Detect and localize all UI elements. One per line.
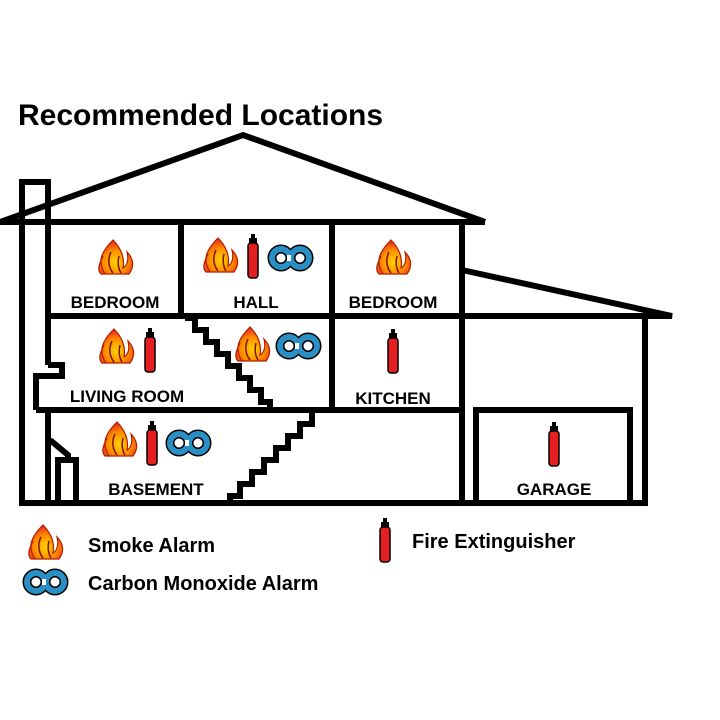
roof: [0, 131, 487, 225]
smoke-alarm-icon: [235, 326, 271, 362]
room-label-living-room: LIVING ROOM: [70, 387, 184, 406]
smoke-alarm-icon: [99, 328, 135, 364]
room-label-kitchen: KITCHEN: [355, 389, 431, 408]
room-label-hall: HALL: [233, 293, 278, 312]
fire-extinguisher-icon: [387, 328, 399, 374]
fire-extinguisher-icon: [247, 233, 259, 279]
chimney: [19, 179, 51, 225]
smoke-alarm-icon: [98, 239, 134, 275]
co-alarm-icon: [170, 434, 207, 452]
diagram-title: Recommended Locations: [18, 99, 383, 132]
co-alarm-icon: [272, 249, 309, 267]
legend-fire-extinguisher: Fire Extinguisher: [412, 531, 576, 553]
house-structure: [0, 131, 673, 506]
room-label-bedroom-left: BEDROOM: [71, 293, 160, 312]
legend-co-alarm: Carbon Monoxide Alarm: [88, 573, 318, 595]
co-alarm-icon: [280, 337, 317, 355]
smoke-alarm-icon: [376, 239, 412, 275]
room-label-bedroom-right: BEDROOM: [349, 293, 438, 312]
fire-extinguisher-icon: [548, 421, 560, 467]
garage-door: [473, 407, 633, 506]
fire-extinguisher-icon: [146, 420, 158, 466]
upper-stairs: [185, 315, 273, 410]
fire-extinguisher-icon: [379, 517, 391, 563]
room-label-garage: GARAGE: [517, 480, 592, 499]
co-alarm-icon: [27, 573, 64, 591]
smoke-alarm-icon: [203, 237, 239, 273]
room-label-basement: BASEMENT: [108, 480, 204, 499]
smoke-alarm-icon: [102, 421, 138, 457]
legend-smoke-alarm: Smoke Alarm: [88, 535, 215, 557]
smoke-alarm-icon: [28, 524, 64, 560]
legend: Smoke Alarm Carbon Monoxide Alarm Fire E…: [27, 517, 576, 595]
fire-extinguisher-icon: [144, 327, 156, 373]
lower-stairs: [227, 412, 315, 503]
